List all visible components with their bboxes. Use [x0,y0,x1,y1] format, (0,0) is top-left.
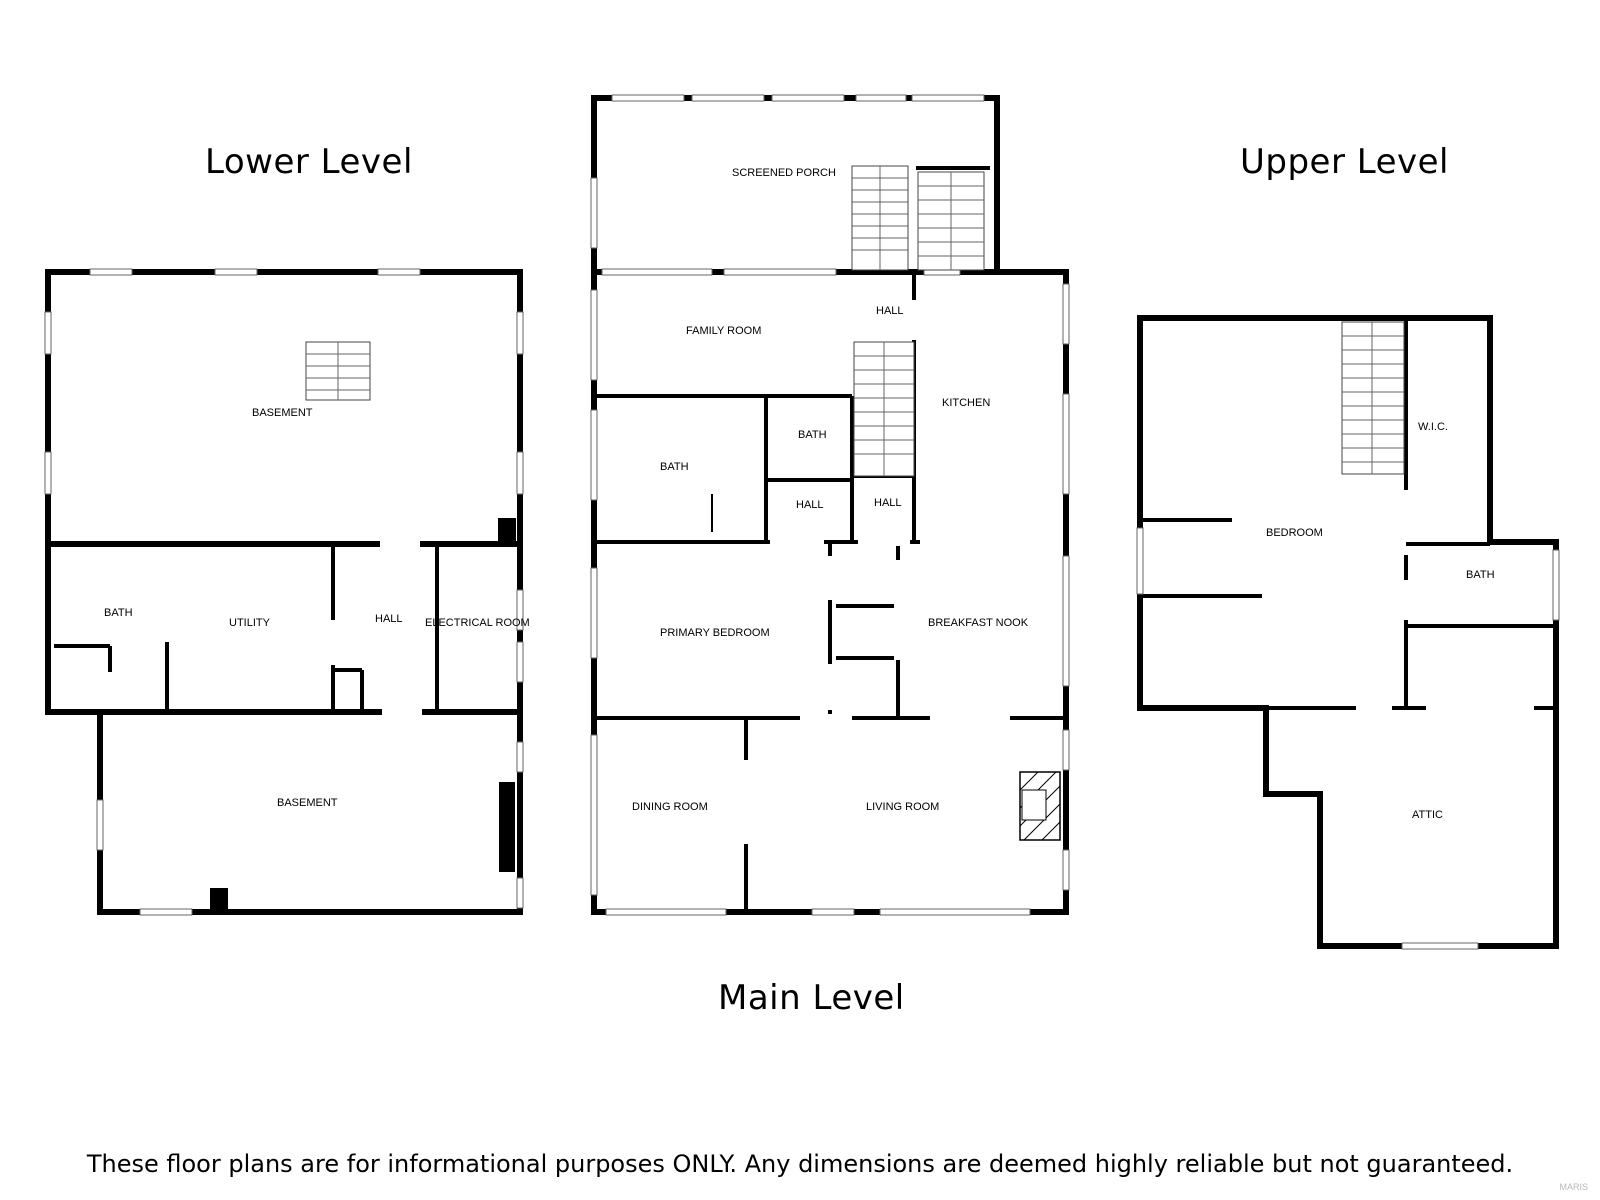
lower-bath-label: BATH [104,607,133,619]
upper-bedroom-label: BEDROOM [1266,527,1323,539]
family-room-label: FAMILY ROOM [686,325,761,337]
upper-stairs-icon [1341,321,1405,475]
main-level-title: Main Level [718,978,905,1018]
lower-electrical-room-label: ELECTRICAL ROOM [425,617,530,629]
main-hall-top-label: HALL [876,305,904,317]
breakfast-nook-label: BREAKFAST NOOK [928,617,1029,629]
disclaimer-text: These floor plans are for informational … [86,1150,1514,1178]
main-bath-center-label: BATH [798,429,827,441]
lower-basement-top-label: BASEMENT [252,407,313,419]
upper-level-title: Upper Level [1240,142,1450,182]
main-bath-left-label: BATH [660,461,689,473]
lower-level-plan: BASEMENT BATH UTILITY HALL ELECTRICAL RO… [44,268,530,916]
watermark-text: MARIS [1559,1182,1588,1192]
kitchen-label: KITCHEN [942,397,990,409]
main-hall-left-label: HALL [796,499,824,511]
upper-level-plan: W.I.C. BEDROOM BATH ATTIC [1136,315,1560,950]
living-room-label: LIVING ROOM [866,801,939,813]
lower-basement-bottom-label: BASEMENT [277,797,338,809]
attic-label: ATTIC [1412,809,1443,821]
dining-room-label: DINING ROOM [632,801,708,813]
lower-level-title: Lower Level [205,142,413,182]
fireplace-icon [1019,771,1061,841]
lower-hall-label: HALL [375,613,403,625]
primary-bedroom-label: PRIMARY BEDROOM [660,627,770,639]
lower-utility-label: UTILITY [229,617,271,629]
wic-label: W.I.C. [1418,421,1448,433]
upper-bath-label: BATH [1466,569,1495,581]
main-hall-right-label: HALL [874,497,902,509]
main-level-plan: SCREENED PORCH HALL FAMILY ROOM KITCHEN … [590,94,1070,916]
screened-porch-label: SCREENED PORCH [732,167,836,179]
